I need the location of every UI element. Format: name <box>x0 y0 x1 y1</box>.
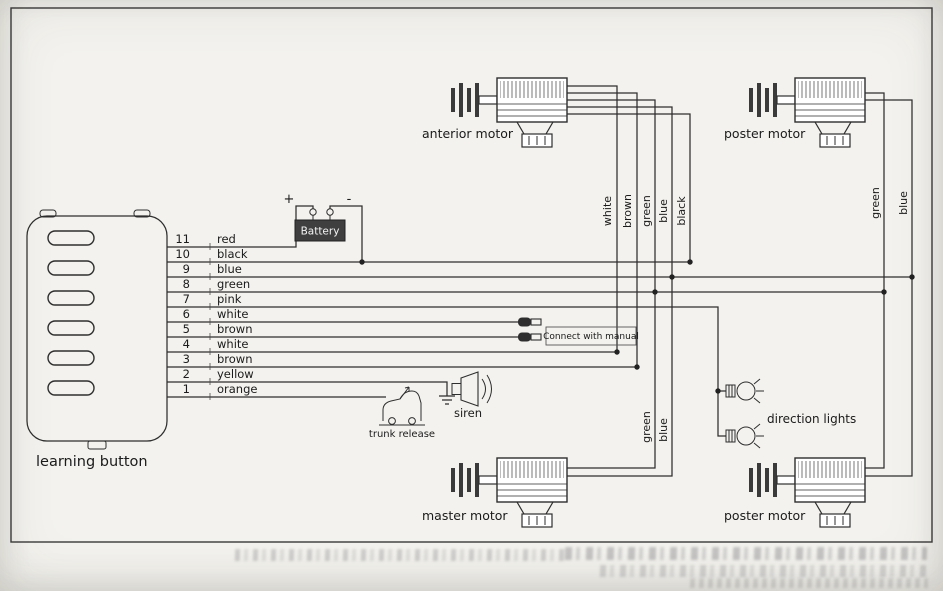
motor-bus-wires <box>567 85 673 477</box>
wire-color-label: brown <box>217 322 253 336</box>
bus-label-blue: blue <box>657 199 670 223</box>
battery-body <box>294 219 346 242</box>
siren-label: siren <box>454 406 482 420</box>
wire-row-7: 7 pink <box>167 292 726 437</box>
wire-color-label: orange <box>217 382 257 396</box>
wire-row-6: 6 white <box>167 307 518 325</box>
wire-number: 5 <box>183 322 190 336</box>
wire-number: 8 <box>183 277 190 291</box>
poster-motor-bottom-label: poster motor <box>724 508 806 523</box>
learning-button-label: learning button <box>36 454 148 470</box>
wire-row-3: 3 brown <box>167 352 637 370</box>
wire-color-label: yellow <box>217 367 254 381</box>
control-unit: learning button <box>26 209 168 470</box>
wire-row-9: 9 blue <box>167 99 913 477</box>
direction-light-bulb-bottom <box>725 423 764 449</box>
battery-plus-sign: + <box>284 192 295 207</box>
wire-color-label: green <box>217 277 250 291</box>
wire-number: 9 <box>183 262 190 276</box>
wire-row-2: 2 yellow <box>167 367 448 396</box>
master-motor-label: master motor <box>422 508 508 523</box>
wire-color-label: red <box>217 232 236 246</box>
wire-number: 4 <box>183 337 190 351</box>
wire-number: 1 <box>183 382 190 396</box>
wire-number: 11 <box>175 232 190 246</box>
battery-minus-sign: - <box>347 192 352 207</box>
connect-with-manual-note: Connect with manual <box>543 326 639 346</box>
wire-number: 10 <box>175 247 190 261</box>
wire-row-4: 4 white <box>167 337 617 355</box>
siren-icon <box>451 371 492 407</box>
bus-label-brown: brown <box>621 194 634 228</box>
bus-label-blue-bottom: blue <box>657 418 670 442</box>
battery-label: Battery <box>301 226 340 238</box>
bus-label-black: black <box>675 196 688 226</box>
ground-icon <box>439 395 455 405</box>
connect-with-manual-label: Connect with manual <box>543 332 639 342</box>
wire-color-label: pink <box>217 292 242 306</box>
poster-motor-top-label: poster motor <box>724 126 806 141</box>
anterior-motor-label: anterior motor <box>422 126 514 141</box>
wire-color-label: brown <box>217 352 253 366</box>
bus-label-green-right: green <box>869 187 882 219</box>
wire-row-11: 11 red <box>167 205 314 250</box>
wire-number: 3 <box>183 352 190 366</box>
connector-plug-brown <box>518 332 542 342</box>
direction-lights-label: direction lights <box>767 412 856 426</box>
wire-color-label: white <box>217 307 248 321</box>
direction-light-bulb-top <box>725 378 764 404</box>
bus-label-green-bottom: green <box>640 411 653 443</box>
wire-number: 2 <box>183 367 190 381</box>
wire-row-8: 8 green <box>167 92 885 469</box>
wire-row-10: 10 black <box>167 113 691 265</box>
wire-color-label: white <box>217 337 248 351</box>
bus-label-white: white <box>601 196 614 226</box>
trunk-release-label: trunk release <box>369 429 435 440</box>
wire-color-label: blue <box>217 262 242 276</box>
junction-dots <box>359 259 915 394</box>
wire-row-5: 5 brown <box>167 322 518 340</box>
wire-number: 6 <box>183 307 190 321</box>
trunk-release-icon <box>379 386 425 426</box>
connector-plug-white <box>518 317 542 327</box>
battery: Battery + - <box>284 192 363 262</box>
bus-label-green: green <box>640 195 653 227</box>
wire-row-1: 1 orange <box>167 382 386 400</box>
wire-color-label: black <box>217 247 248 261</box>
wire-number: 7 <box>183 292 190 306</box>
bus-label-blue-right: blue <box>897 191 910 215</box>
page-border-frame <box>10 7 933 543</box>
